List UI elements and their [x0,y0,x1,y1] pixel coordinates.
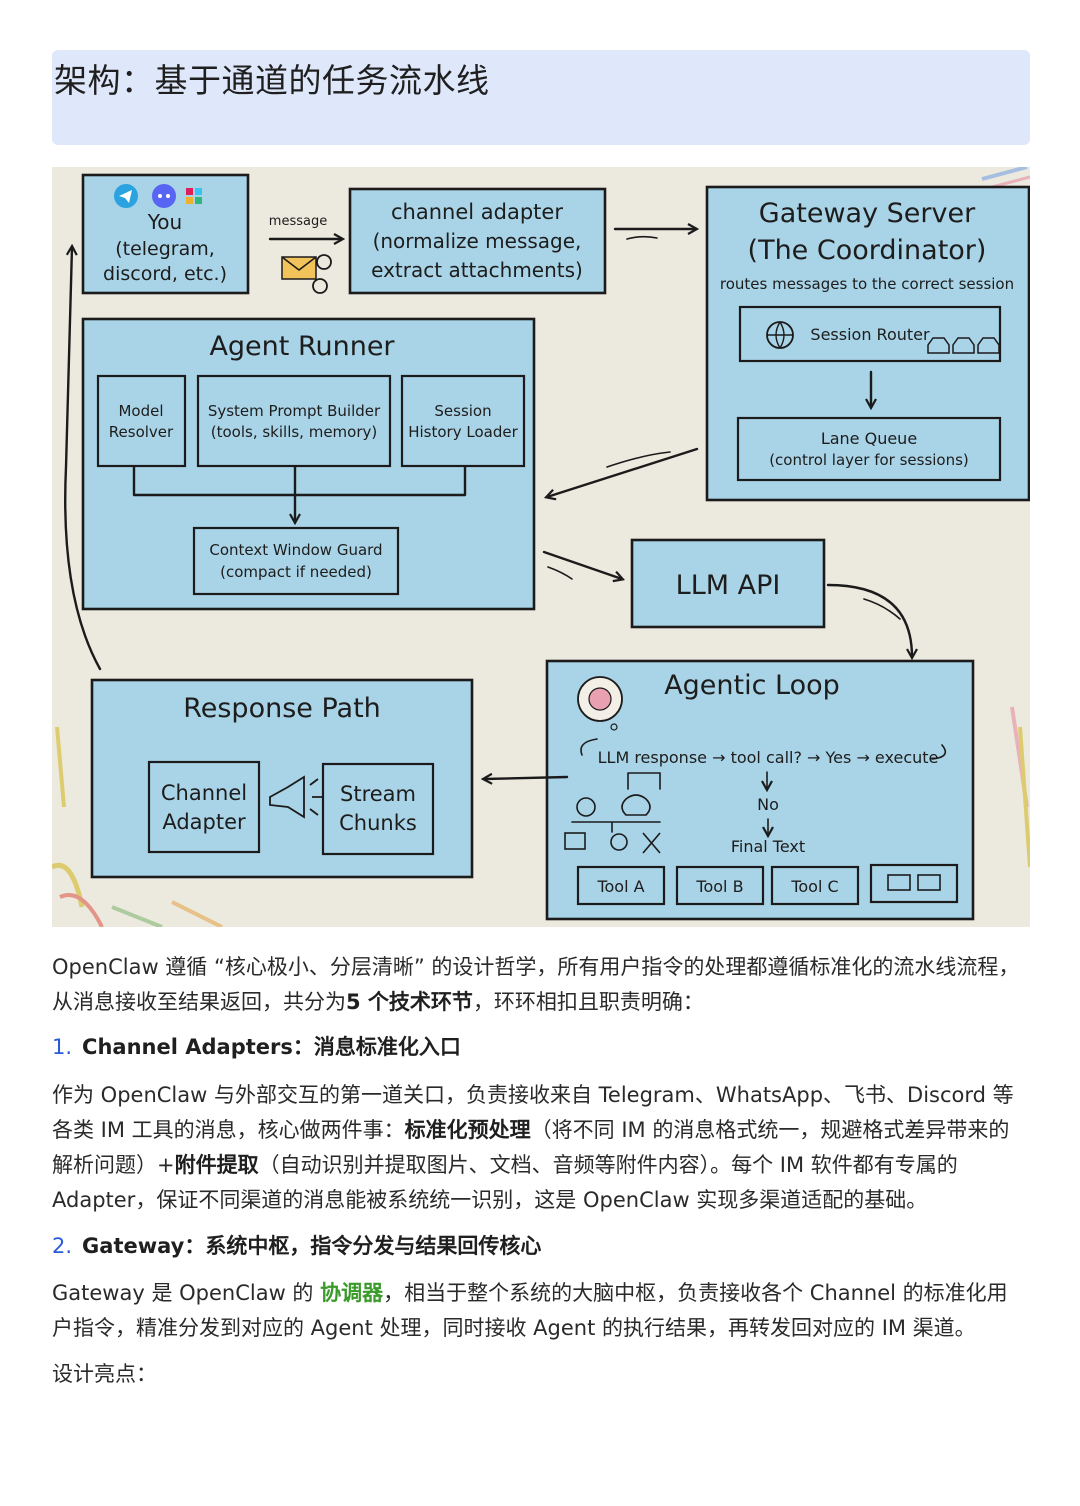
slack-icon [186,188,202,204]
final-text-label: Final Text [731,837,805,856]
megaphone-icon [269,775,322,819]
loop-curve [580,738,947,760]
list-number: 1. [52,1035,73,1059]
gateway-note: routes messages to the correct session [720,275,1014,293]
model-resolver-line2: Resolver [109,423,174,441]
sketch-mark [863,598,901,620]
channel-adapter-box: channel adapter (normalize message, extr… [348,187,607,295]
section2-title: Gateway：系统中枢，指令分发与结果回传核心 [82,1234,542,1258]
gateway-server-box: Gateway Server (The Coordinator) routes … [705,185,1030,502]
crayon-decoration [52,167,1030,927]
llm-api-box: LLM API [630,538,826,629]
intro-paragraph: OpenClaw 遵循 “核心极小、分层清晰” 的设计哲学，所有用户指令的处理都… [52,950,1027,1020]
system-prompt-line2: (tools, skills, memory) [211,423,378,441]
architecture-diagram: You (telegram, discord, etc.) message ch… [52,167,1030,927]
section1-paragraph: 作为 OpenClaw 与外部交互的第一道关口，负责接收来自 Telegram、… [52,1078,1027,1218]
tools-icon [642,832,661,854]
message-label: message [269,214,327,229]
diagram-svg: You (telegram, discord, etc.) message ch… [52,167,1030,927]
section1-text-b: （将不同 IM 的消息格式统一，规避格式差异带来的解析问题）+ [52,1118,1010,1177]
section1-heading: 1. Channel Adapters：消息标准化入口 [52,1030,1027,1065]
section1-text-a: 作为 OpenClaw 与外部交互的第一道关口，负责接收来自 Telegram、… [52,1083,1014,1142]
section1-bold1: 标准化预处理 [404,1118,531,1142]
you-label: You [147,210,182,234]
agentic-loop-flow: LLM response → tool call? → Yes → execut… [598,748,939,767]
intro-text: OpenClaw 遵循 “核心极小、分层清晰” 的设计哲学，所有用户指令的处理都… [52,955,1020,1014]
title-band [52,50,1030,145]
context-guard-line1: Context Window Guard [209,541,382,559]
tool-b: Tool B [695,877,743,896]
agentic-loop-title: Agentic Loop [664,670,840,701]
you-line3: discord, etc.) [103,263,227,285]
section1-title: Channel Adapters：消息标准化入口 [82,1035,461,1059]
rp-stream-line1: Stream [340,782,416,806]
sketch-mark [626,235,658,240]
rp-channel-line1: Channel [161,781,247,805]
list-number: 2. [52,1234,73,1258]
lane-queue-sub: (control layer for sessions) [769,451,969,469]
arrow-to-response-path [484,777,569,779]
rp-stream-line2: Chunks [339,811,417,835]
envelope-icon [281,256,317,280]
session-history-line1: Session [434,402,491,420]
you-line2: (telegram, [115,238,215,260]
you-box: You (telegram, discord, etc.) [81,173,250,295]
response-path-title: Response Path [183,693,381,724]
agent-runner-title: Agent Runner [209,331,395,362]
intro-end: ，环环相扣且职责明确： [472,990,704,1014]
tool-c: Tool C [790,877,838,896]
gateway-title: Gateway Server [759,198,976,229]
response-path-box: Response Path Channel Adapter Stream Chu… [90,678,474,879]
coordinator-highlight: 协调器 [320,1281,384,1305]
system-prompt-line1: System Prompt Builder [208,402,381,420]
session-router-label: Session Router [810,325,930,344]
section2-heading: 2. Gateway：系统中枢，指令分发与结果回传核心 [52,1229,1027,1264]
context-guard-line2: (compact if needed) [220,563,372,581]
lane-queue-title: Lane Queue [821,429,917,448]
agent-runner-box: Agent Runner Model Resolver System Promp… [81,317,536,611]
highlights-label: 设计亮点： [52,1362,157,1386]
clock-icon [576,797,596,817]
discord-icon [152,184,176,208]
return-arrow [64,247,102,671]
llm-api-label: LLM API [676,570,781,601]
sketch-mark [547,566,573,580]
merge-connector [132,465,467,497]
tool-a: Tool A [596,877,644,896]
model-resolver-line1: Model [118,402,163,420]
car-icon [927,337,1000,354]
intro-bold: 5 个技术环节 [346,990,473,1014]
gateway-subtitle: (The Coordinator) [748,235,987,266]
arrow-to-llm-api [542,550,622,579]
arrow-to-agentic-loop [826,583,912,657]
scroll-icon [564,832,586,850]
rp-channel-line2: Adapter [162,810,246,834]
arrow-to-agent-runner [547,447,699,497]
agentic-loop-box: Agentic Loop LLM response → tool call? →… [545,659,975,921]
section2-text-b: ，相当于整个系统的大脑中枢，负责接收各个 Channel 的标准化用户指令，精准… [52,1281,1008,1340]
no-label: No [757,795,779,814]
brain-icon [577,676,623,731]
monitor-icon [887,874,941,891]
cloud-icon [621,794,651,816]
section2-paragraph: Gateway 是 OpenClaw 的 协调器，相当于整个系统的大脑中枢，负责… [52,1276,1027,1346]
branch-lines [627,772,661,790]
section1-bold2: 附件提取 [174,1153,259,1177]
session-history-line2: History Loader [408,423,518,441]
tree-lines [571,821,661,833]
channel-adapter-title: channel adapter [391,200,563,224]
page-title: 架构：基于通道的任务流水线 [54,61,490,100]
gear-icon [610,833,628,851]
sketch-mark [606,451,671,468]
gear-icon [316,254,332,270]
gear-icon [312,278,328,294]
section2-text-a: Gateway 是 OpenClaw 的 [52,1281,321,1305]
section1-text-c: （自动识别并提取图片、文档、音频等附件内容）。每个 IM 软件都有专属的 Ada… [52,1153,958,1212]
channel-adapter-line2: (normalize message, [373,229,582,253]
channel-adapter-line3: extract attachments) [371,258,583,282]
